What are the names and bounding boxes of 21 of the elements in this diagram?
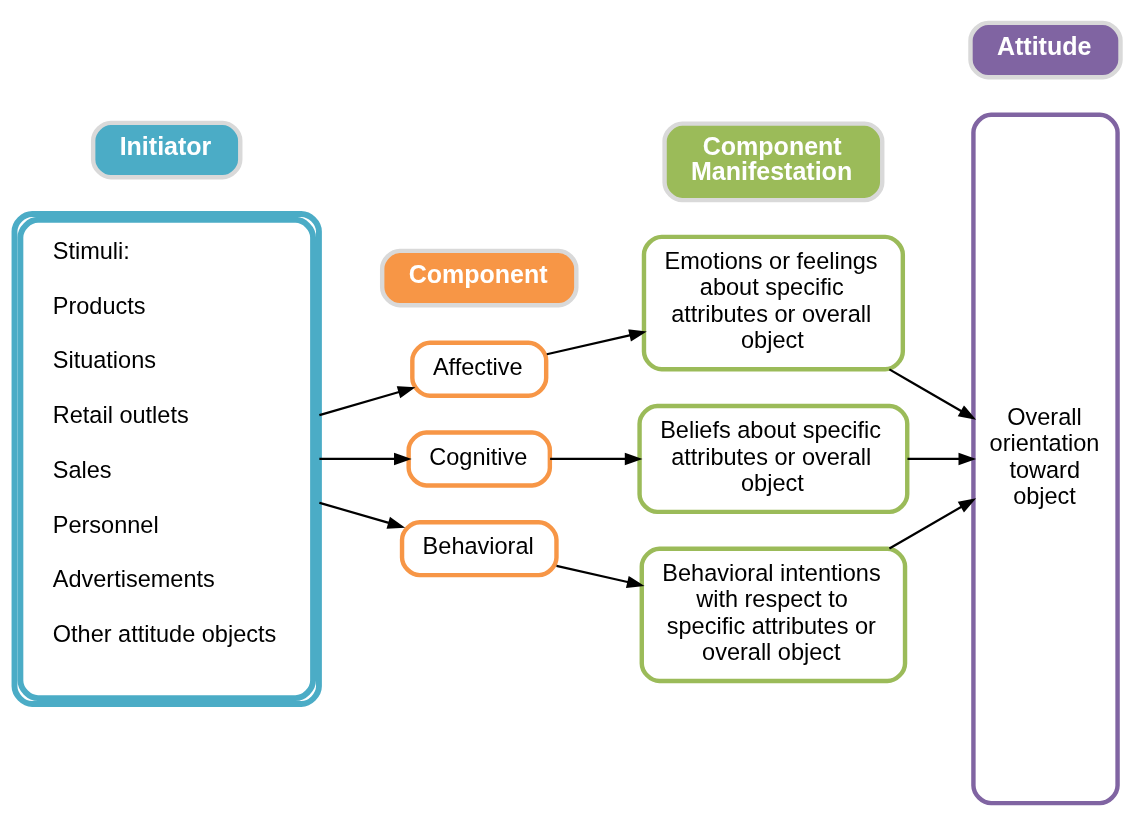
node-box: Component xyxy=(380,248,579,307)
node-box: Initiator xyxy=(90,120,243,179)
node-box: Cognitive xyxy=(406,429,553,488)
node-box: Stimuli: Products Situations Retail outlets Sales Personnel Advertisements Other attitude objects xyxy=(11,210,322,707)
node-box: Emotions or feelings about specific attributes or overall object xyxy=(641,234,906,371)
arrow xyxy=(907,452,977,465)
arrow xyxy=(546,328,647,355)
arrow xyxy=(888,497,977,549)
node-box: Behavioral xyxy=(399,519,559,577)
node-box: Attitude xyxy=(968,20,1123,79)
arrow xyxy=(888,367,977,420)
arrow xyxy=(319,385,416,416)
arrow xyxy=(556,564,645,588)
arrow xyxy=(550,452,643,465)
node-box: Component Manifestation xyxy=(662,120,885,202)
node-box: Behavioral intentions with respect to specific attributes or overall object xyxy=(639,545,908,683)
node-box: Beliefs about specific attributes or overall object xyxy=(637,403,910,514)
arrow xyxy=(319,452,412,465)
node-box: Overall orientation toward object xyxy=(971,112,1120,805)
node-box: Affective xyxy=(410,340,549,398)
arrow xyxy=(319,501,406,529)
